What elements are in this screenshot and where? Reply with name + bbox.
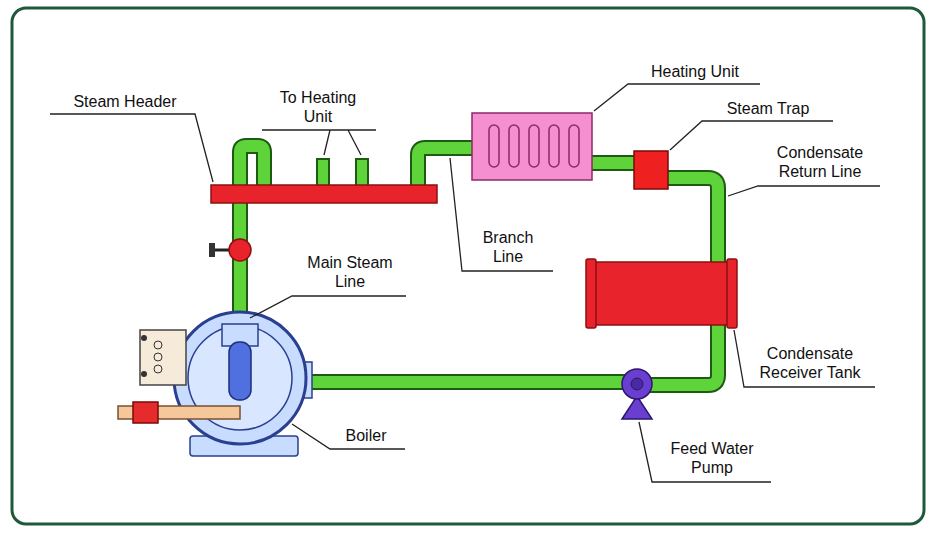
- boiler-tube: [229, 342, 251, 400]
- stub-pipe: [323, 160, 362, 186]
- callout-label: Branch Line: [471, 228, 546, 266]
- heating-unit: [472, 113, 592, 180]
- fin: [529, 125, 539, 167]
- callout-label: Boiler: [326, 426, 406, 445]
- gauge: [154, 353, 162, 361]
- receiver-tank: [586, 259, 737, 328]
- steam-header: [211, 185, 437, 203]
- stub-outline: [323, 158, 362, 185]
- boiler-shell: [174, 312, 306, 444]
- leader: [50, 114, 213, 182]
- burner: [133, 402, 158, 423]
- boiler: [118, 312, 312, 456]
- heating-unit-body: [472, 113, 592, 180]
- leader: [450, 158, 553, 271]
- leader: [250, 296, 406, 318]
- valve-handle: [209, 243, 215, 257]
- pump-hub: [631, 378, 643, 390]
- control-panel: [140, 330, 186, 385]
- tank-body: [590, 262, 733, 325]
- knob: [141, 335, 147, 341]
- fin: [489, 125, 499, 167]
- callout-label: To Heating Unit: [271, 88, 366, 126]
- tank-end: [586, 259, 596, 328]
- leader: [734, 330, 875, 387]
- fin: [509, 125, 519, 167]
- callout-label: Condensate Receiver Tank: [748, 344, 873, 382]
- leader-lines: [50, 84, 880, 482]
- leader: [728, 186, 880, 196]
- steam-trap: [634, 151, 668, 189]
- gauge: [154, 365, 162, 373]
- leader: [262, 130, 376, 155]
- callout-label: Feed Water Pump: [660, 439, 765, 477]
- frame: [12, 8, 924, 524]
- tank-end: [727, 259, 737, 328]
- callout-label: Main Steam Line: [298, 253, 403, 291]
- feed-pump: [622, 369, 652, 419]
- valve: [209, 239, 251, 261]
- callout-label: Steam Header: [50, 92, 200, 111]
- callout-label: Condensate Return Line: [763, 143, 878, 181]
- callout-label: Heating Unit: [630, 62, 760, 81]
- gauge: [154, 341, 162, 349]
- callout-label: Steam Trap: [703, 99, 833, 118]
- leader: [292, 424, 405, 449]
- leader: [639, 422, 771, 482]
- knob: [141, 371, 147, 377]
- fin: [569, 125, 579, 167]
- pump-body: [622, 369, 652, 399]
- valve-body: [229, 239, 251, 261]
- fin: [549, 125, 559, 167]
